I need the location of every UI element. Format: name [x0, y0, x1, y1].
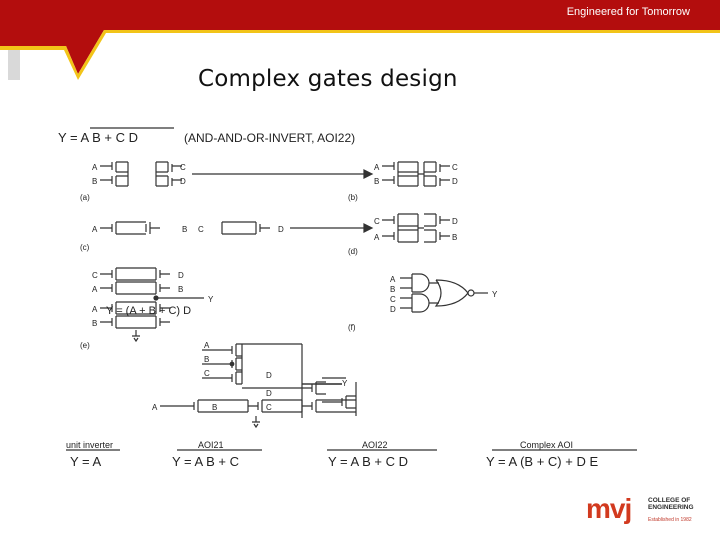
- signal-label-c: C: [180, 163, 186, 172]
- logo-established: Established in 1982: [648, 517, 692, 523]
- logo-text: COLLEGE OF ENGINEERING: [648, 497, 694, 511]
- signal-label-c: C: [266, 403, 272, 412]
- signal-label-d: D: [266, 371, 272, 380]
- signal-label-c: C: [374, 217, 380, 226]
- signal-label-d: D: [178, 271, 184, 280]
- equation-note: (AND-AND-OR-INVERT, AOI22): [184, 131, 355, 145]
- formula-aoi22: Y = A B + C D: [328, 454, 408, 469]
- signal-label-d: D: [266, 389, 272, 398]
- signal-label-b: B: [452, 233, 457, 242]
- signal-label-d: D: [452, 217, 458, 226]
- signal-label-d: D: [390, 305, 396, 314]
- label-complex-aoi: Complex AOI: [520, 440, 573, 450]
- signal-label-c: C: [198, 225, 204, 234]
- signal-label-d: D: [278, 225, 284, 234]
- panel-e-expression: Y = (A + B + C) D: [106, 305, 191, 317]
- signal-label-a: A: [374, 233, 380, 242]
- logo-mark: mvj: [586, 493, 632, 524]
- signal-label-b: B: [178, 285, 183, 294]
- logo-line-2: ENGINEERING: [648, 504, 694, 511]
- circuit-figure: Y = A B + C D (AND-AND-OR-INVERT, AOI22)…: [58, 127, 637, 469]
- signal-label-a: A: [390, 275, 396, 284]
- logo-line-1: COLLEGE OF: [648, 497, 691, 504]
- panel-label-b: (b): [348, 193, 358, 202]
- banner-red-shape: [0, 0, 720, 74]
- signal-label-y: Y: [342, 379, 348, 388]
- panel-label-e: (e): [80, 341, 90, 350]
- header-tagline: Engineered for Tomorrow: [566, 6, 690, 18]
- signal-label-a: A: [374, 163, 380, 172]
- formula-unit-inverter: Y = A: [70, 454, 102, 469]
- college-logo: mvj COLLEGE OF ENGINEERING Established i…: [586, 494, 696, 528]
- signal-label-c: C: [452, 163, 458, 172]
- signal-label-b: B: [390, 285, 395, 294]
- left-gray-rule: [8, 50, 20, 80]
- formula-aoi21: Y = A B + C: [172, 454, 239, 469]
- signal-label-b: B: [92, 319, 97, 328]
- signal-label-a: A: [92, 305, 98, 314]
- signal-label-d: D: [452, 177, 458, 186]
- main-equation: Y = A B + C D: [58, 130, 138, 145]
- signal-label-d: D: [180, 177, 186, 186]
- formula-complex-aoi: Y = A (B + C) + D E: [486, 454, 598, 469]
- label-unit-inverter: unit inverter: [66, 440, 113, 450]
- signal-label-b: B: [212, 403, 217, 412]
- signal-label-a: A: [92, 225, 98, 234]
- signal-label-a: A: [92, 285, 98, 294]
- signal-label-b: B: [204, 355, 209, 364]
- signal-label-c: C: [390, 295, 396, 304]
- signal-label-b: B: [182, 225, 187, 234]
- panel-label-d: (d): [348, 247, 358, 256]
- signal-label-y: Y: [492, 290, 498, 299]
- signal-label-a: A: [204, 341, 210, 350]
- panel-label-c: (c): [80, 243, 90, 252]
- slide-title: Complex gates design: [198, 66, 458, 92]
- signal-label-a: A: [152, 403, 158, 412]
- panel-label-a: (a): [80, 193, 90, 202]
- label-aoi22: AOI22: [362, 440, 388, 450]
- signal-label-a: A: [92, 163, 98, 172]
- signal-label-b: B: [374, 177, 379, 186]
- header-banner: [0, 0, 720, 80]
- signal-label-c: C: [204, 369, 210, 378]
- signal-label-b: B: [92, 177, 97, 186]
- signal-label-y: Y: [208, 295, 214, 304]
- label-aoi21: AOI21: [198, 440, 224, 450]
- panel-label-f: (f): [348, 323, 356, 332]
- signal-label-c: C: [92, 271, 98, 280]
